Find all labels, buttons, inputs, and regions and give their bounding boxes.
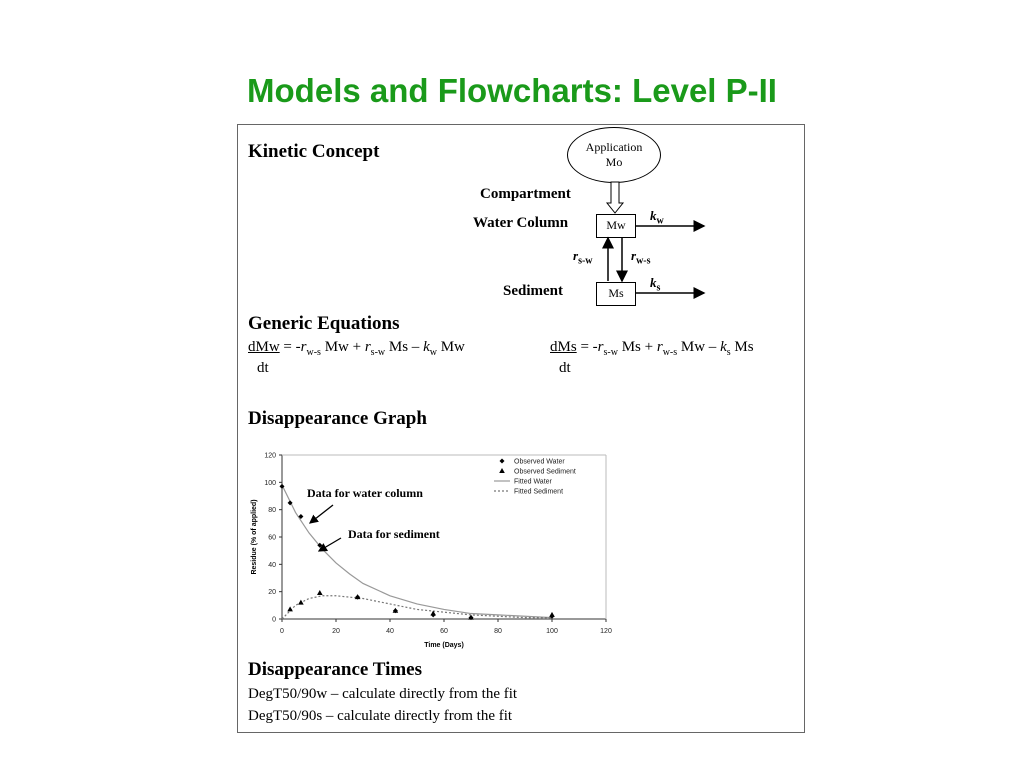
water-equation: dMw = -rw-s Mw + rs-w Ms – kw Mw [248, 339, 465, 358]
observed-sediment-point [317, 590, 323, 596]
kinetic-concept-heading: Kinetic Concept [248, 141, 380, 162]
sediment-equation: dMs = -rs-w Ms + rw-s Mw – ks Ms [550, 339, 754, 358]
y-tick-label: 80 [268, 507, 276, 514]
y-tick-label: 40 [268, 562, 276, 569]
content-panel: Kinetic Concept Application Mo Compartme… [237, 124, 805, 733]
water-column-label: Water Column [473, 215, 569, 231]
application-label: Application [585, 140, 643, 154]
legend-entry: Fitted Water [514, 479, 553, 486]
y-tick-label: 100 [264, 480, 276, 487]
application-arrow [605, 181, 625, 214]
y-tick-label: 20 [268, 589, 276, 596]
observed-sediment-point [298, 599, 304, 605]
mw-box: Mw [596, 214, 636, 238]
disappearance-times-heading: Disappearance Times [248, 659, 422, 680]
observed-sediment-point [287, 606, 293, 612]
x-tick-label: 60 [440, 628, 448, 635]
rws-rate-label: rw-s [631, 248, 651, 267]
y-axis-label: Residue (% of applied) [251, 499, 258, 574]
ks-rate-label: ks [650, 275, 661, 294]
chart-background [246, 447, 606, 657]
legend-entry: Fitted Sediment [514, 489, 563, 496]
x-tick-label: 40 [386, 628, 394, 635]
x-tick-label: 0 [280, 628, 284, 635]
x-tick-label: 120 [600, 628, 612, 635]
observed-sediment-point [468, 614, 474, 620]
slide-title: Models and Flowcharts: Level P-II [247, 72, 777, 109]
kw-rate-label: kw [650, 208, 664, 227]
observed-sediment-point [430, 610, 436, 616]
observed-water-point [279, 483, 285, 489]
generic-equations-heading: Generic Equations [248, 313, 400, 334]
observed-water-point [298, 514, 304, 519]
x-tick-label: 100 [546, 628, 558, 635]
times-line-1: DegT50/90w – calculate directly from the… [248, 686, 518, 702]
times-line-2: DegT50/90s – calculate directly from the… [248, 708, 513, 724]
y-tick-label: 0 [272, 617, 276, 624]
compartment-label: Compartment [480, 186, 571, 202]
observed-water-point [287, 500, 293, 506]
observed-sediment-point [549, 611, 555, 617]
observed-sediment-point [392, 607, 399, 613]
legend-entry: Observed Water [514, 459, 565, 466]
x-tick-label: 20 [332, 628, 340, 635]
ms-box: Ms [596, 282, 636, 306]
y-tick-label: 120 [264, 453, 276, 460]
y-tick-label: 60 [268, 535, 276, 542]
mo-label: Mo [605, 155, 623, 169]
sediment-equation-denominator: dt [559, 360, 571, 376]
sediment-label: Sediment [503, 283, 563, 299]
annotation-sediment: Data for sediment [348, 527, 440, 541]
legend-marker-water [499, 458, 505, 464]
kinetic-flow-arrows [602, 181, 706, 299]
legend-entry: Observed Sediment [514, 469, 576, 476]
observed-sediment-point [354, 594, 361, 600]
x-tick-label: 80 [494, 628, 502, 635]
fitted-sediment-line [281, 595, 552, 620]
rsw-rate-label: rs-w [573, 248, 593, 267]
legend-marker-sediment [499, 468, 505, 473]
x-axis-label: Time (Days) [424, 642, 464, 649]
disappearance-graph-heading: Disappearance Graph [248, 408, 427, 429]
water-equation-denominator: dt [257, 360, 269, 376]
annotation-water: Data for water column [307, 486, 423, 500]
fitted-water-line [281, 484, 553, 619]
